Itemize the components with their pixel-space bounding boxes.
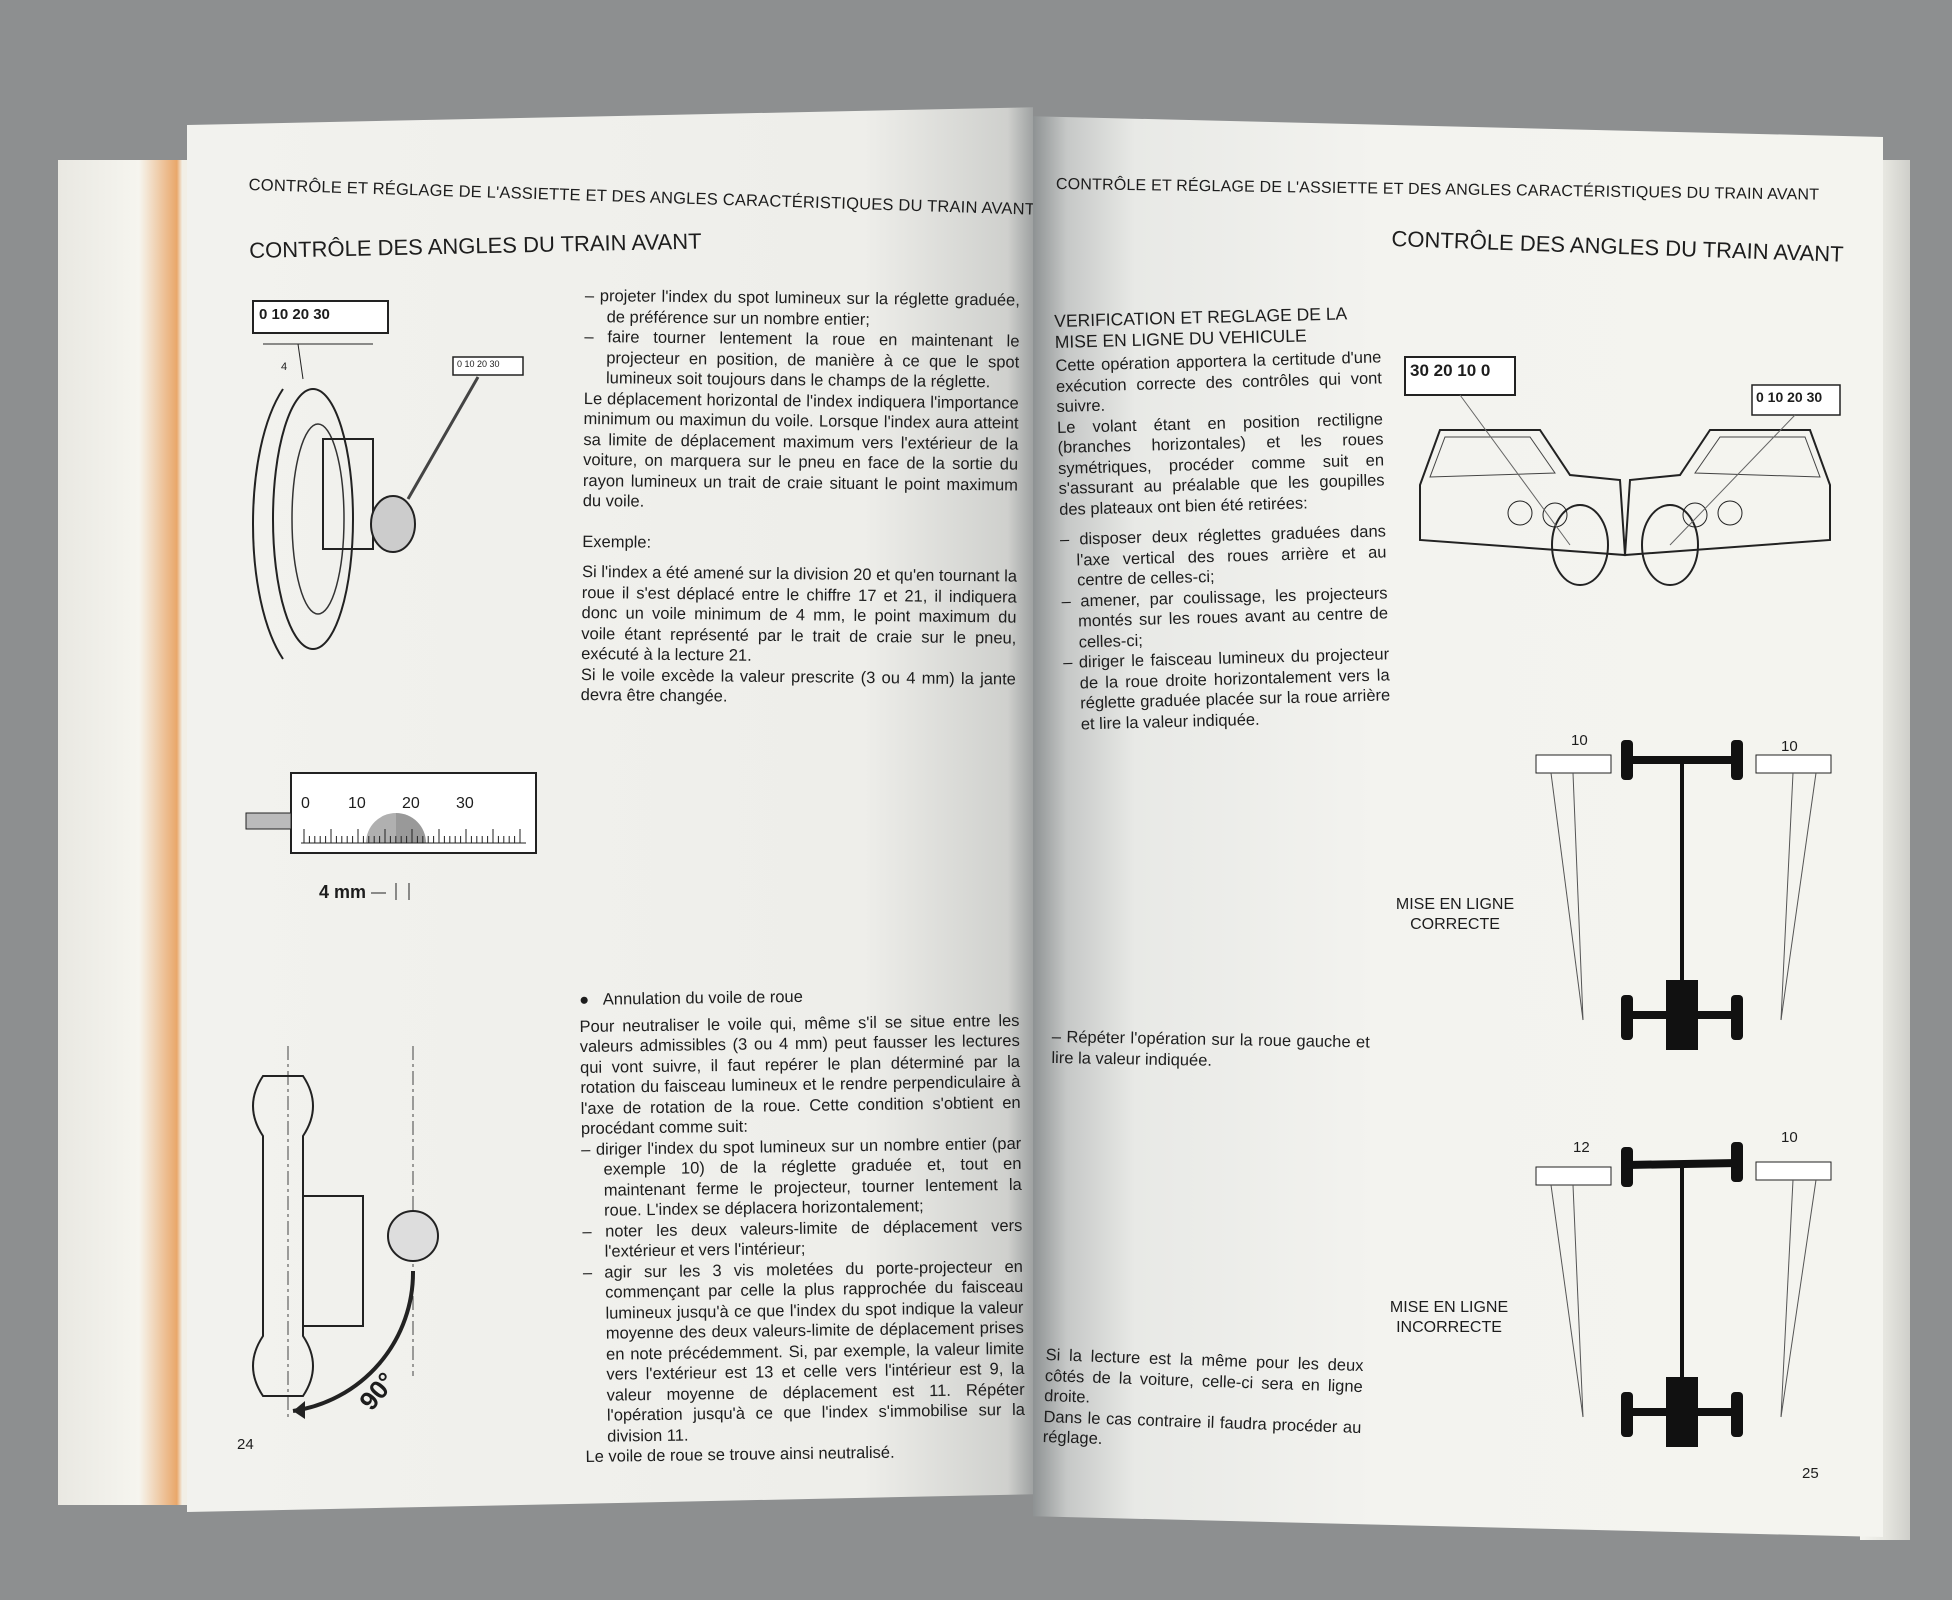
paragraph-displacement: Le déplacement horizontal de l'index ind… — [582, 389, 1019, 511]
wheel-projector-drawing — [252, 300, 524, 660]
paragraph-straight-line: Si la lecture est la même pour les deux … — [1043, 1345, 1364, 1407]
section-heading-text: Annulation du voile de roue — [602, 987, 803, 1009]
right-text-block-1: VERIFICATION ET REGLAGE DE LA MISE EN LI… — [1054, 302, 1391, 734]
book-page-stack-left — [58, 160, 193, 1505]
instruction-direct-beam: – diriger le faisceau lumineux du projec… — [1062, 645, 1391, 733]
instruction-slide-projectors: – amener, par coulissage, les projecteur… — [1061, 583, 1389, 651]
instruction-place-rulers: – disposer deux réglettes graduées dans … — [1059, 522, 1387, 590]
ruler-tick-20: 20 — [402, 795, 420, 812]
car-scale-left-label: 30 20 10 0 — [1410, 361, 1491, 380]
left-text-block-1: – projeter l'index du spot lumineux sur … — [581, 286, 1020, 710]
figure-wheel-projector: 0 10 20 30 0 10 20 30 4 — [243, 299, 543, 674]
wheel-rotation-drawing — [252, 1046, 439, 1421]
scale-large-label: 0 10 20 30 — [259, 306, 330, 323]
paragraph-example: Si l'index a été amené sur la division 2… — [581, 562, 1018, 665]
diagram-alignment-incorrect: 12 10 — [1531, 1127, 1832, 1472]
ruler-tick-10: 10 — [348, 795, 366, 812]
figure-graduated-ruler: 0 10 20 30 4 mm — [245, 765, 546, 905]
paragraph-neutralize: Pour neutraliser le voile qui, même s'il… — [579, 1011, 1021, 1138]
cars-drawing — [1404, 356, 1841, 586]
diagram-alignment-correct: 10 10 — [1531, 730, 1832, 1075]
offset-mark-label: 4 — [281, 361, 288, 373]
instruction-note-limits: – noter les deux valeurs-limite de dépla… — [582, 1216, 1023, 1261]
figure-wheel-rotation-90: 90° — [243, 1046, 473, 1426]
incorrect-right-reading: 10 — [1781, 1129, 1798, 1146]
instruction-project-index: – projeter l'index du spot lumineux sur … — [584, 286, 1020, 329]
incorrect-left-reading: 12 — [1573, 1139, 1590, 1156]
right-page-number: 25 — [1802, 1465, 1819, 1482]
instruction-adjust-screws: – agir sur les 3 vis moletées du porte-p… — [582, 1257, 1026, 1446]
left-text-block-2: ● Annulation du voile de roue Pour neutr… — [579, 984, 1026, 1468]
ruler-tick-0: 0 — [301, 795, 310, 812]
instruction-direct-index: – diriger l'index du spot lumineux sur u… — [581, 1134, 1022, 1220]
alignment-incorrect-drawing — [1535, 1142, 1832, 1447]
left-page-number: 24 — [237, 1436, 254, 1453]
scale-small-label: 0 10 20 30 — [457, 359, 500, 369]
car-scale-right-label: 0 10 20 30 — [1756, 389, 1823, 405]
bullet-icon: ● — [579, 990, 603, 1009]
paragraph-certainty: Cette opération apportera la certitude d… — [1055, 348, 1383, 416]
ruler-tick-30: 30 — [456, 795, 474, 812]
right-repeat-step: – Répéter l'opération sur la roue gauche… — [1051, 1027, 1370, 1070]
dimension-label: 4 mm — [319, 882, 367, 902]
label-alignment-incorrect: MISE EN LIGNE INCORRECTE — [1389, 1299, 1509, 1336]
ruler-drawing — [245, 772, 537, 900]
correct-left-reading: 10 — [1571, 732, 1588, 749]
right-conclusion: Si la lecture est la même pour les deux … — [1042, 1345, 1363, 1459]
instruction-turn-wheel: – faire tourner lentement la roue en mai… — [584, 327, 1020, 392]
alignment-correct-drawing — [1535, 740, 1832, 1050]
paragraph-rim-change: Si le voile excède la valeur prescrite (… — [580, 665, 1017, 706]
label-alignment-correct: MISE EN LIGNE CORRECTE — [1395, 896, 1515, 933]
paragraph-steering: Le volant étant en position rectiligne (… — [1056, 409, 1385, 519]
section-heading-alignment: VERIFICATION ET REGLAGE DE LA MISE EN LI… — [1054, 303, 1347, 352]
figure-cars-with-rulers: 30 20 10 0 0 10 20 30 — [1400, 355, 1850, 625]
correct-right-reading: 10 — [1781, 738, 1798, 755]
